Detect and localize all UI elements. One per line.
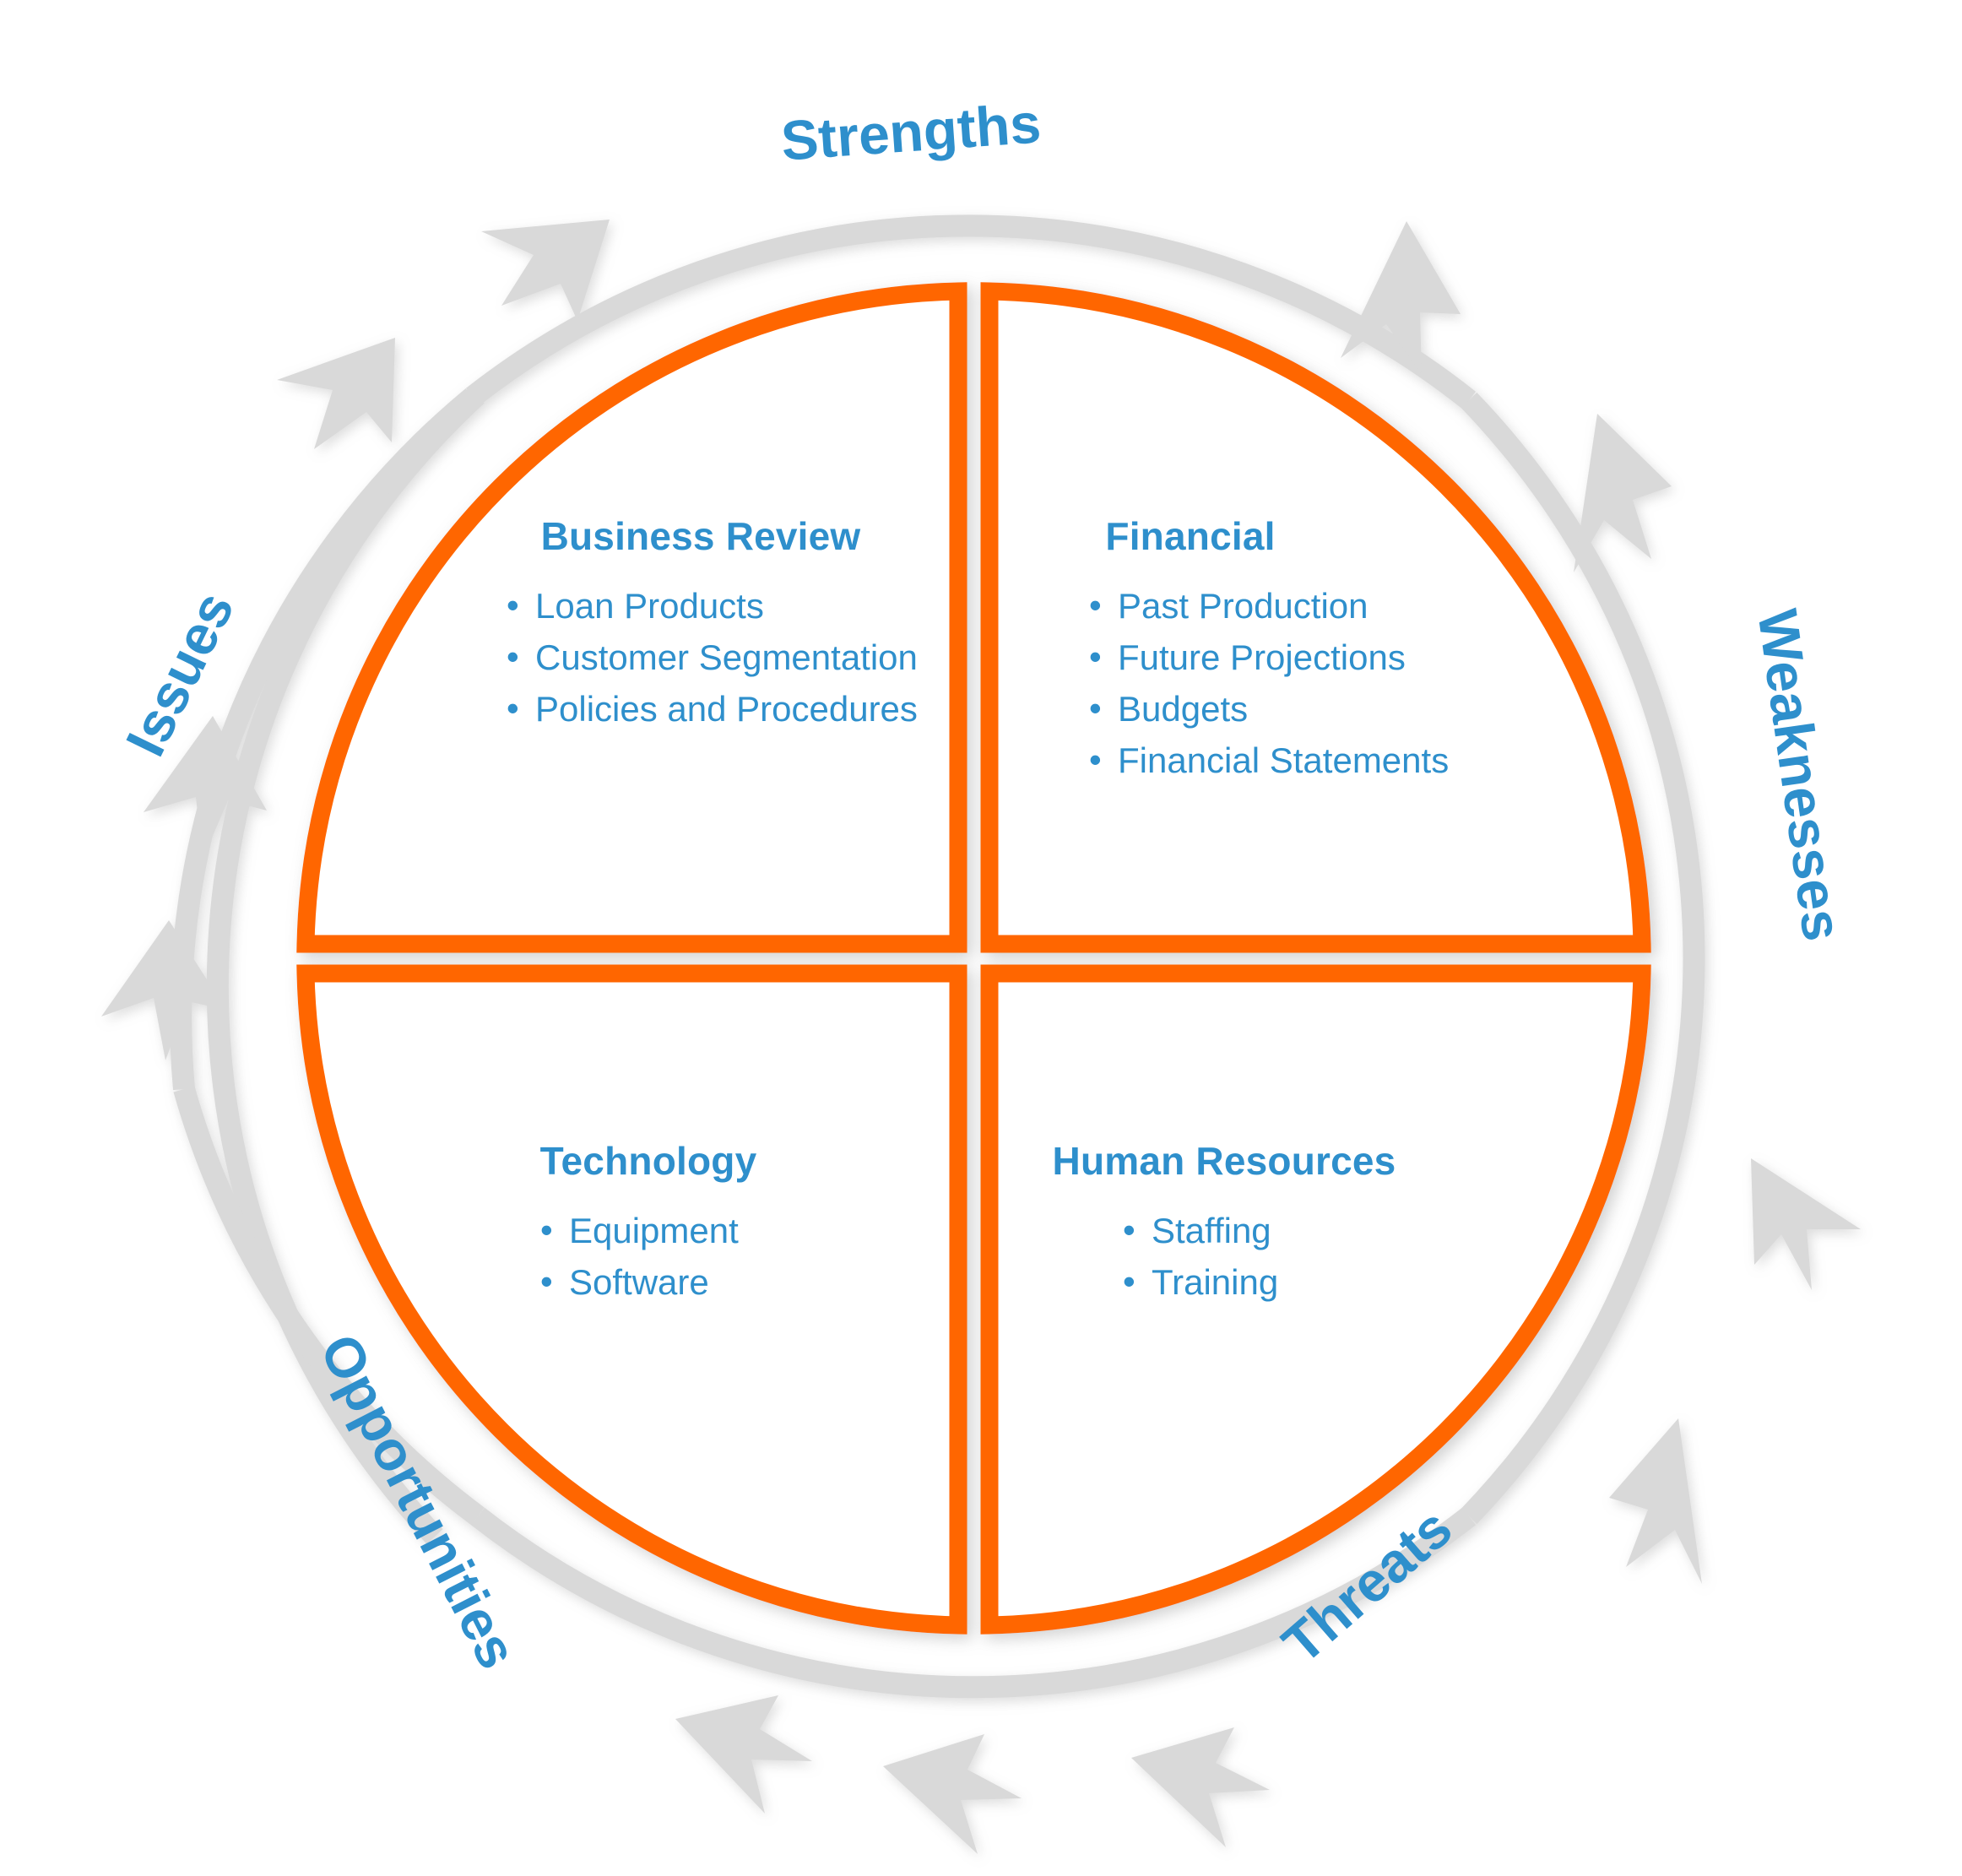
cycle-arc-bottom xyxy=(470,1507,1477,1699)
quadrant-financial: Financial Past Production Future Project… xyxy=(1089,513,1449,787)
quadrant-list-business-review: Loan Products Customer Segmentation Poli… xyxy=(507,580,918,735)
quadrant-outlines-group xyxy=(296,282,1651,1635)
cycle-arrowhead-right-lower xyxy=(1751,1158,1861,1290)
list-item: Policies and Procedures xyxy=(507,683,918,735)
list-item: Loan Products xyxy=(507,580,918,632)
list-item: Training xyxy=(1123,1256,1410,1309)
list-item: Equipment xyxy=(540,1205,767,1257)
cycle-arrowhead-bottom-b xyxy=(883,1734,1022,1854)
cycle-ring-group xyxy=(101,214,1861,1854)
quadrant-list-human-resources: Staffing Training xyxy=(1123,1205,1410,1309)
cycle-arrowhead-bottom-right xyxy=(1609,1418,1702,1584)
list-item: Software xyxy=(540,1256,767,1309)
quadrant-title-financial: Financial xyxy=(1105,514,1276,558)
quadrant-human-resources: Human Resources Staffing Training xyxy=(1053,1138,1410,1309)
quadrant-list-financial: Past Production Future Projections Budge… xyxy=(1089,580,1449,787)
cycle-arrowhead-bottom-left xyxy=(675,1695,812,1814)
quadrant-title-human-resources: Human Resources xyxy=(1052,1139,1396,1183)
list-item: Financial Statements xyxy=(1089,735,1449,787)
cycle-arrowhead-left-lower xyxy=(101,920,226,1060)
cycle-arc-top xyxy=(465,214,1477,409)
cycle-arrowhead-right-upper xyxy=(1574,414,1672,572)
quadrant-title-technology: Technology xyxy=(539,1139,757,1183)
quadrant-list-technology: Equipment Software xyxy=(540,1205,767,1309)
cycle-arrowhead-bottom-a xyxy=(1131,1727,1270,1847)
cycle-arrowhead-upper-left-a xyxy=(277,338,395,449)
cycle-arc-left-lower xyxy=(173,1086,485,1526)
cycle-arrowhead-upper-right xyxy=(1341,221,1461,375)
cycle-arc-top-left xyxy=(206,387,485,1544)
list-item: Future Projections xyxy=(1089,632,1449,684)
cycle-arrowhead-left-mid xyxy=(144,716,267,859)
cycle-arrowhead-upper-left-b xyxy=(481,220,610,321)
list-item: Budgets xyxy=(1089,683,1449,735)
quadrant-title-business-review: Business Review xyxy=(540,514,861,558)
list-item: Past Production xyxy=(1089,580,1449,632)
list-item: Customer Segmentation xyxy=(507,632,918,684)
list-item: Staffing xyxy=(1123,1205,1410,1257)
quadrant-technology: Technology Equipment Software xyxy=(540,1138,767,1309)
quadrant-business-review: Business Review Loan Products Customer S… xyxy=(507,513,918,735)
